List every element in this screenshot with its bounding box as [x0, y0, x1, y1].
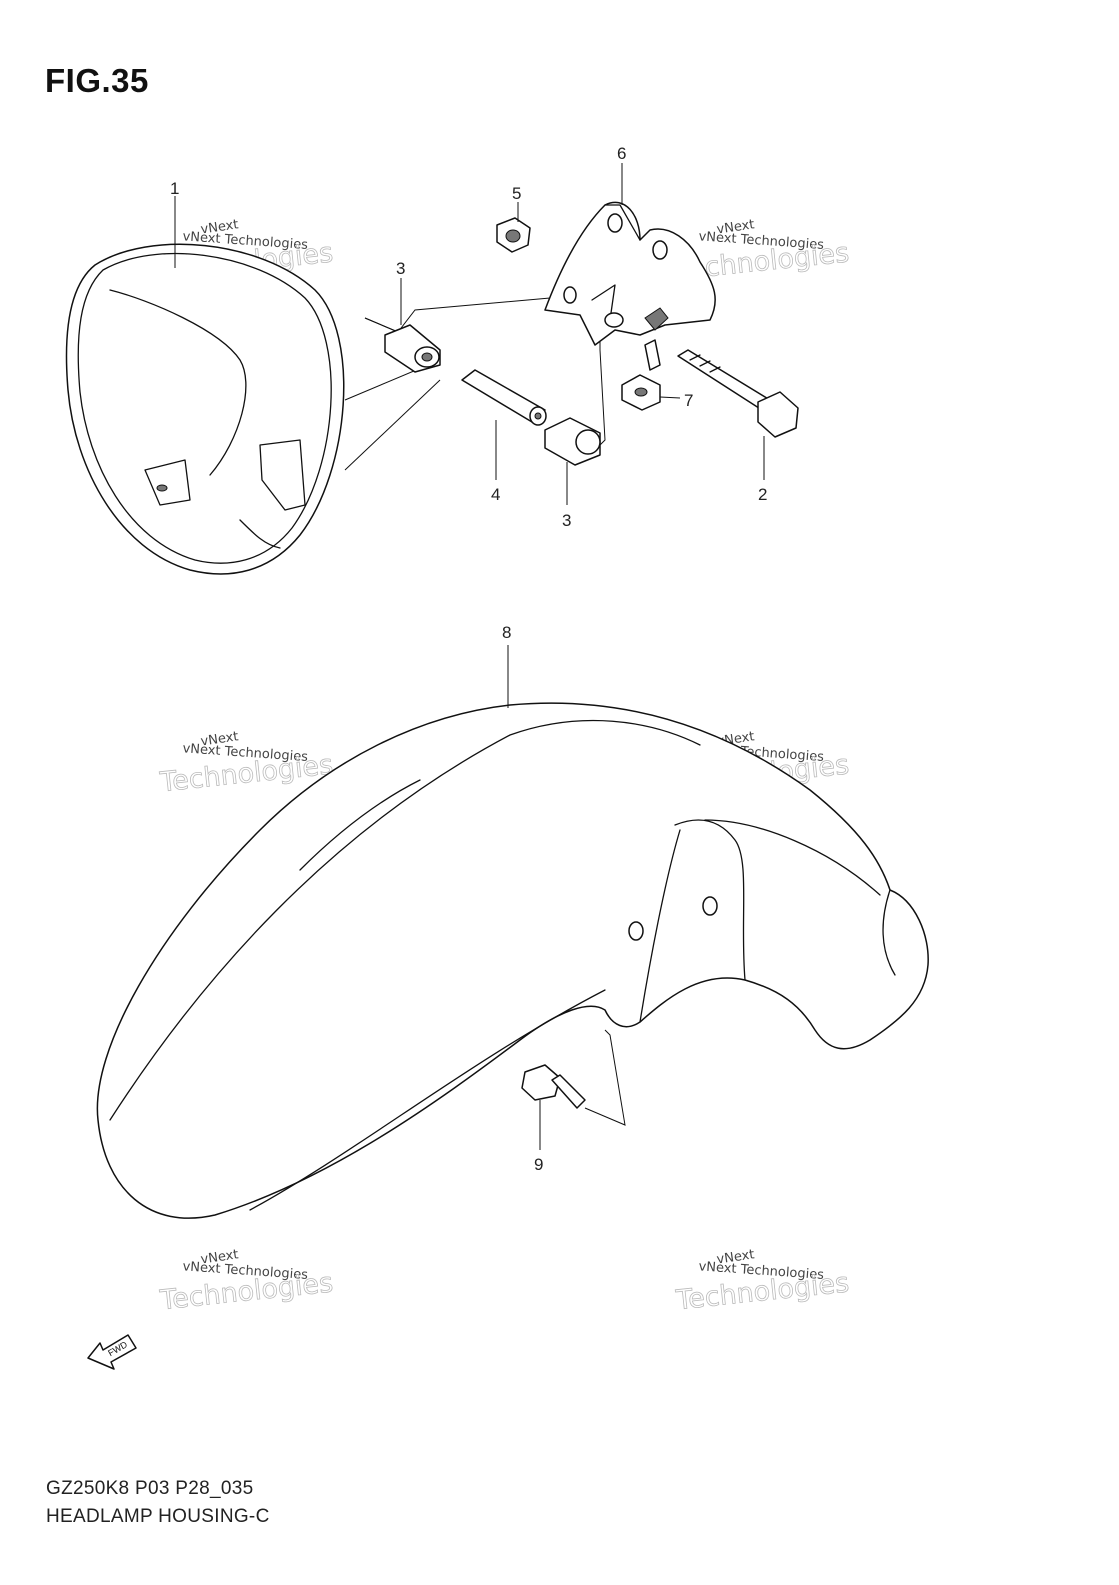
grommet-part-lower	[544, 417, 601, 466]
callout-2: 2	[758, 485, 767, 504]
callout-5: 5	[512, 184, 521, 203]
callout-1: 1	[170, 179, 179, 198]
long-bolt-part	[677, 349, 799, 480]
callout-9: 9	[534, 1155, 543, 1174]
headlamp-housing-part	[65, 243, 345, 575]
watermark-bottom-right: vNext vNext Technologies Technologies	[673, 1247, 851, 1317]
bracket-part	[544, 201, 716, 346]
svg-text:vNext: vNext	[200, 217, 240, 237]
grommet-part-upper	[384, 324, 441, 373]
svg-text:vNext: vNext	[200, 1247, 240, 1267]
stud-part	[644, 339, 661, 371]
watermark-bottom-left: vNext vNext Technologies Technologies	[157, 1247, 335, 1317]
collar-tube-part	[461, 369, 547, 426]
drawing-code: GZ250K8 P03 P28_035	[46, 1478, 254, 1499]
callout-4: 4	[491, 485, 500, 504]
front-fender-part	[96, 645, 929, 1219]
callout-6: 6	[617, 144, 626, 163]
small-bolt-part	[521, 1029, 626, 1150]
fwd-arrow-icon: FWD	[87, 1334, 137, 1370]
svg-text:vNext: vNext	[716, 1247, 756, 1267]
callout-leaders	[174, 163, 623, 505]
svg-text:vNext: vNext	[716, 217, 756, 237]
nut-part	[496, 217, 531, 253]
callout-7: 7	[684, 391, 693, 410]
callout-3-lower: 3	[562, 511, 571, 530]
figure-title: FIG.35	[45, 62, 149, 99]
svg-text:vNext: vNext	[200, 729, 240, 749]
drawing-name: HEADLAMP HOUSING-C	[46, 1506, 270, 1527]
callout-3-upper: 3	[396, 259, 405, 278]
flange-nut-part	[621, 374, 681, 411]
callout-8: 8	[502, 623, 511, 642]
